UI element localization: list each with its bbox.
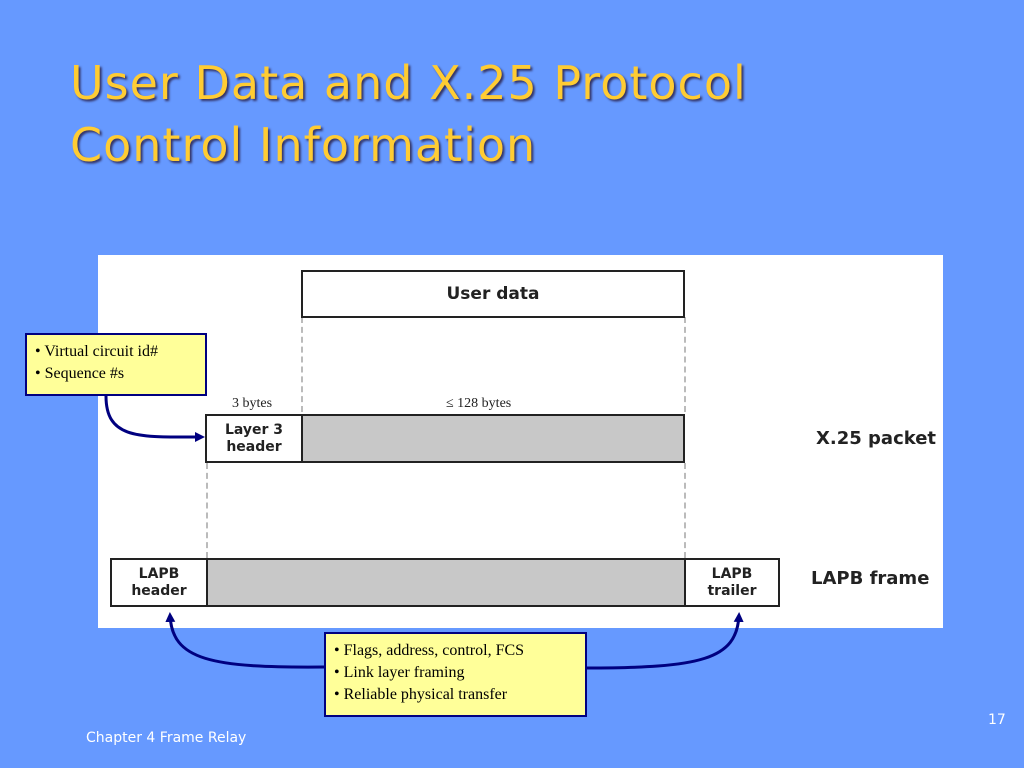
lapb-callout: • Flags, address, control, FCS • Link la… xyxy=(324,632,587,717)
bytes-3-label: 3 bytes xyxy=(232,396,273,411)
lapb-trailer-line1: LAPB xyxy=(711,565,753,582)
lapb-frame-data-box xyxy=(206,558,686,607)
guide-line-right-upper xyxy=(684,317,686,412)
user-data-box: User data xyxy=(301,270,685,318)
arrow-to-lapb-header xyxy=(165,612,325,669)
lapb-header-box: LAPB header xyxy=(110,558,208,607)
layer3-header-line2: header xyxy=(226,438,282,455)
guide-line-left-upper xyxy=(301,317,303,412)
layer3-callout: • Virtual circuit id# • Sequence #s xyxy=(25,333,207,396)
lapb-callout-line: • Reliable physical transfer xyxy=(334,686,508,703)
lapb-frame-label: LAPB frame xyxy=(811,568,930,589)
diagram-panel: User data 3 bytes ≤ 128 bytes Layer 3 he… xyxy=(98,255,943,628)
arrow-to-layer3-header xyxy=(104,395,205,443)
title-line-1: User Data and X.25 Protocol xyxy=(70,56,747,110)
x25-packet-data-box xyxy=(301,414,685,463)
footer-chapter: Chapter 4 Frame Relay xyxy=(86,730,247,746)
layer3-callout-line: • Sequence #s xyxy=(35,365,125,382)
user-data-label: User data xyxy=(446,284,540,304)
layer3-header-box: Layer 3 header xyxy=(205,414,303,463)
lapb-callout-line: • Flags, address, control, FCS xyxy=(334,642,525,659)
guide-line-right-lower xyxy=(684,463,686,558)
page-number: 17 xyxy=(988,712,1006,728)
lapb-trailer-box: LAPB trailer xyxy=(684,558,780,607)
bytes-128-label: ≤ 128 bytes xyxy=(446,396,512,411)
lapb-trailer-line2: trailer xyxy=(707,582,757,599)
lapb-header-line1: LAPB xyxy=(138,565,180,582)
layer3-header-line1: Layer 3 xyxy=(224,421,284,438)
lapb-header-line2: header xyxy=(131,582,187,599)
layer3-callout-line: • Virtual circuit id# xyxy=(35,343,158,360)
title-line-2: Control Information xyxy=(70,118,537,172)
slide-title: User Data and X.25 Protocol Control Info… xyxy=(70,52,970,176)
x25-packet-label: X.25 packet xyxy=(816,428,937,449)
arrow-to-lapb-trailer xyxy=(585,612,744,670)
lapb-callout-line: • Link layer framing xyxy=(334,664,465,681)
guide-line-left-lower xyxy=(206,463,208,558)
